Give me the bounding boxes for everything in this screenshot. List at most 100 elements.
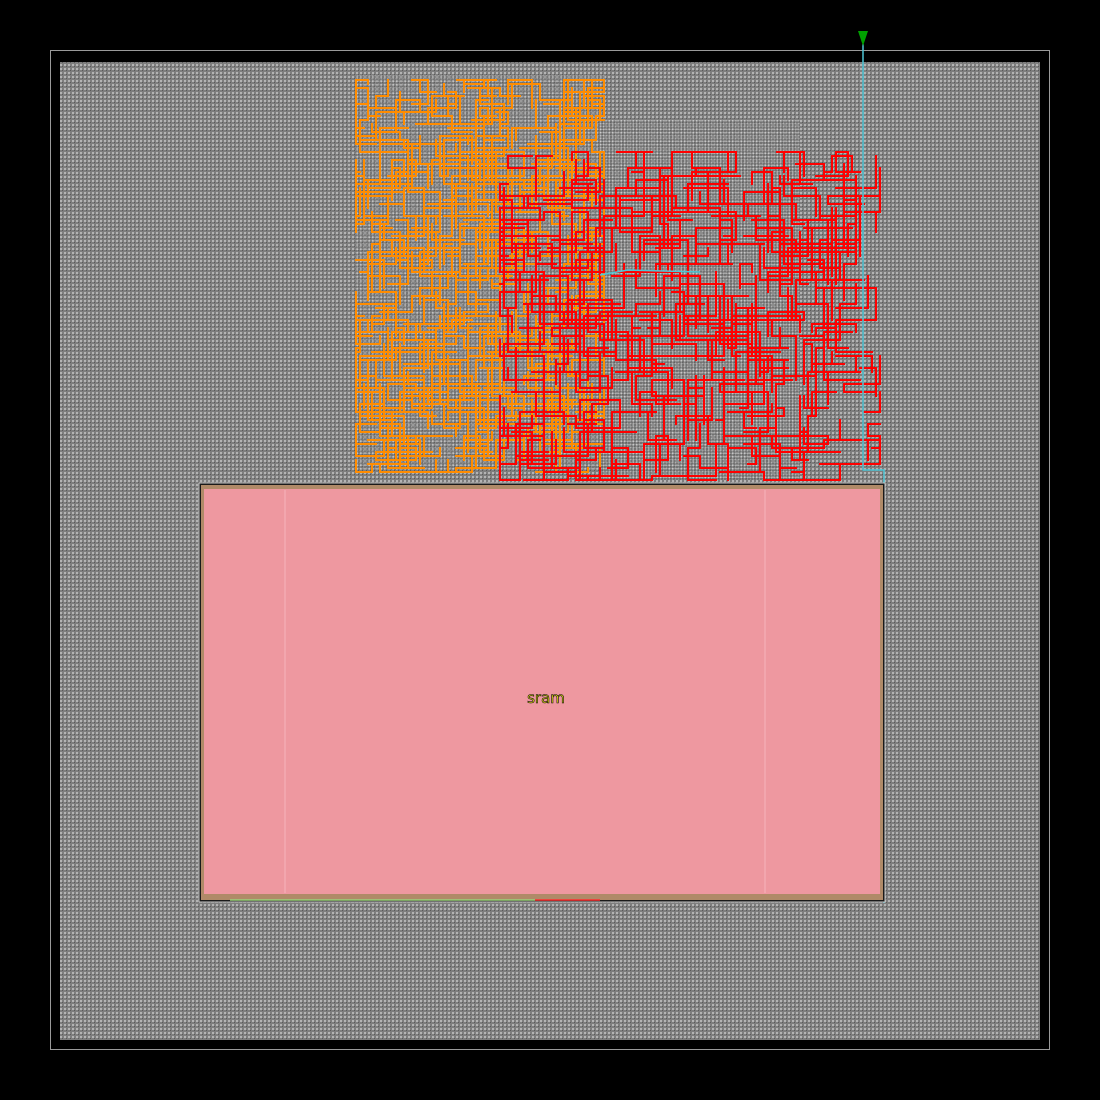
net-red-wire[interactable] <box>651 347 693 357</box>
net-red-wire[interactable] <box>595 291 661 317</box>
net-orange-wire[interactable] <box>491 351 513 381</box>
net-red-wire[interactable] <box>767 247 829 285</box>
net-orange-wire[interactable] <box>419 347 429 369</box>
net-red-wire[interactable] <box>627 167 645 189</box>
net-red-wire[interactable] <box>795 271 825 309</box>
net-red-wire[interactable] <box>607 339 677 401</box>
net-red-wire[interactable] <box>583 419 637 449</box>
net-orange-wire[interactable] <box>487 323 521 337</box>
net-red-wire[interactable] <box>863 391 881 413</box>
net-orange-wire[interactable] <box>367 179 397 201</box>
net-orange-wire[interactable] <box>423 303 445 325</box>
net-red-wire[interactable] <box>811 283 857 341</box>
net-orange-wire[interactable] <box>371 123 397 133</box>
net-orange-wire[interactable] <box>355 303 385 337</box>
net-red-wire[interactable] <box>691 331 725 357</box>
net-red-wire[interactable] <box>587 375 609 433</box>
net-red-wire[interactable] <box>823 287 857 329</box>
net-red-wire[interactable] <box>651 343 697 365</box>
net-orange-wire[interactable] <box>451 175 481 185</box>
net-red-wire[interactable] <box>675 303 705 341</box>
net-orange-wire[interactable] <box>459 363 489 425</box>
net-orange-wire[interactable] <box>547 175 565 209</box>
net-orange-wire[interactable] <box>355 87 389 109</box>
net-red-wire[interactable] <box>791 439 857 461</box>
net-orange-wire[interactable] <box>379 463 413 473</box>
net-red-wire[interactable] <box>803 339 813 385</box>
net-red-wire[interactable] <box>499 243 525 273</box>
net-red-wire[interactable] <box>811 323 857 333</box>
net-orange-wire[interactable] <box>491 379 553 405</box>
net-red-wire[interactable] <box>503 347 545 437</box>
net-orange-wire[interactable] <box>399 435 417 461</box>
net-red-wire[interactable] <box>611 243 641 277</box>
net-red-wire[interactable] <box>587 303 629 369</box>
net-orange-wire[interactable] <box>355 195 393 225</box>
net-red-wire[interactable] <box>687 423 701 481</box>
net-orange-wire[interactable] <box>367 275 401 305</box>
net-red-wire[interactable] <box>807 371 817 445</box>
net-orange-wire[interactable] <box>475 255 501 297</box>
net-red-wire[interactable] <box>771 187 781 197</box>
net-orange-wire[interactable] <box>375 259 385 289</box>
net-red-wire[interactable] <box>571 179 605 209</box>
net-red-wire[interactable] <box>687 387 713 441</box>
net-red-wire[interactable] <box>499 219 541 265</box>
net-red-wire[interactable] <box>571 151 589 177</box>
net-red-wire[interactable] <box>675 415 725 445</box>
net-orange-wire[interactable] <box>443 243 453 265</box>
net-orange-wire[interactable] <box>391 427 421 465</box>
net-red-wire[interactable] <box>707 295 749 333</box>
net-red-wire[interactable] <box>555 339 569 385</box>
net-red-wire[interactable] <box>831 439 869 461</box>
net-red-wire[interactable] <box>835 355 873 373</box>
net-orange-wire[interactable] <box>407 163 441 217</box>
net-red-wire[interactable] <box>755 303 849 349</box>
net-red-wire[interactable] <box>687 379 705 425</box>
net-red-wire[interactable] <box>511 243 589 269</box>
net-red-wire[interactable] <box>791 187 817 225</box>
net-red-wire[interactable] <box>583 411 597 425</box>
net-orange-wire[interactable] <box>487 331 517 345</box>
net-red-wire[interactable] <box>835 155 877 189</box>
net-orange-wire[interactable] <box>419 379 441 417</box>
net-orange-wire[interactable] <box>523 375 545 385</box>
net-orange-wire[interactable] <box>443 227 489 253</box>
net-orange-wire[interactable] <box>563 79 585 109</box>
net-red-wire[interactable] <box>719 471 773 481</box>
net-orange-wire[interactable] <box>367 291 397 321</box>
net-orange-wire[interactable] <box>355 331 381 345</box>
net-red-wire[interactable] <box>811 351 833 365</box>
net-red-wire[interactable] <box>799 395 829 445</box>
net-red-wire[interactable] <box>695 167 741 177</box>
net-orange-wire[interactable] <box>547 375 589 389</box>
net-orange-wire[interactable] <box>443 187 481 217</box>
net-red-wire[interactable] <box>503 323 545 381</box>
net-red-wire[interactable] <box>539 411 565 425</box>
net-orange-wire[interactable] <box>379 219 409 253</box>
net-red-wire[interactable] <box>599 179 669 237</box>
net-orange-wire[interactable] <box>495 111 509 125</box>
net-red-wire[interactable] <box>523 171 565 209</box>
net-orange-wire[interactable] <box>399 255 433 269</box>
net-red-wire[interactable] <box>575 447 601 481</box>
net-red-wire[interactable] <box>859 367 877 397</box>
net-orange-wire[interactable] <box>443 351 477 421</box>
net-red-wire[interactable] <box>663 395 705 441</box>
net-orange-wire[interactable] <box>355 379 365 409</box>
net-orange-wire[interactable] <box>475 183 509 213</box>
net-red-wire[interactable] <box>711 275 733 329</box>
net-orange-wire[interactable] <box>379 411 409 437</box>
net-red-wire[interactable] <box>547 247 561 293</box>
net-red-wire[interactable] <box>651 311 661 357</box>
net-red-wire[interactable] <box>711 179 833 217</box>
net-red-wire[interactable] <box>615 235 661 273</box>
net-orange-wire[interactable] <box>371 391 381 421</box>
net-orange-wire[interactable] <box>479 367 501 393</box>
net-orange-wire[interactable] <box>471 267 489 281</box>
net-orange-wire[interactable] <box>463 79 497 85</box>
net-orange-wire[interactable] <box>491 83 513 109</box>
net-red-wire[interactable] <box>563 427 605 453</box>
net-orange-wire[interactable] <box>547 287 569 305</box>
